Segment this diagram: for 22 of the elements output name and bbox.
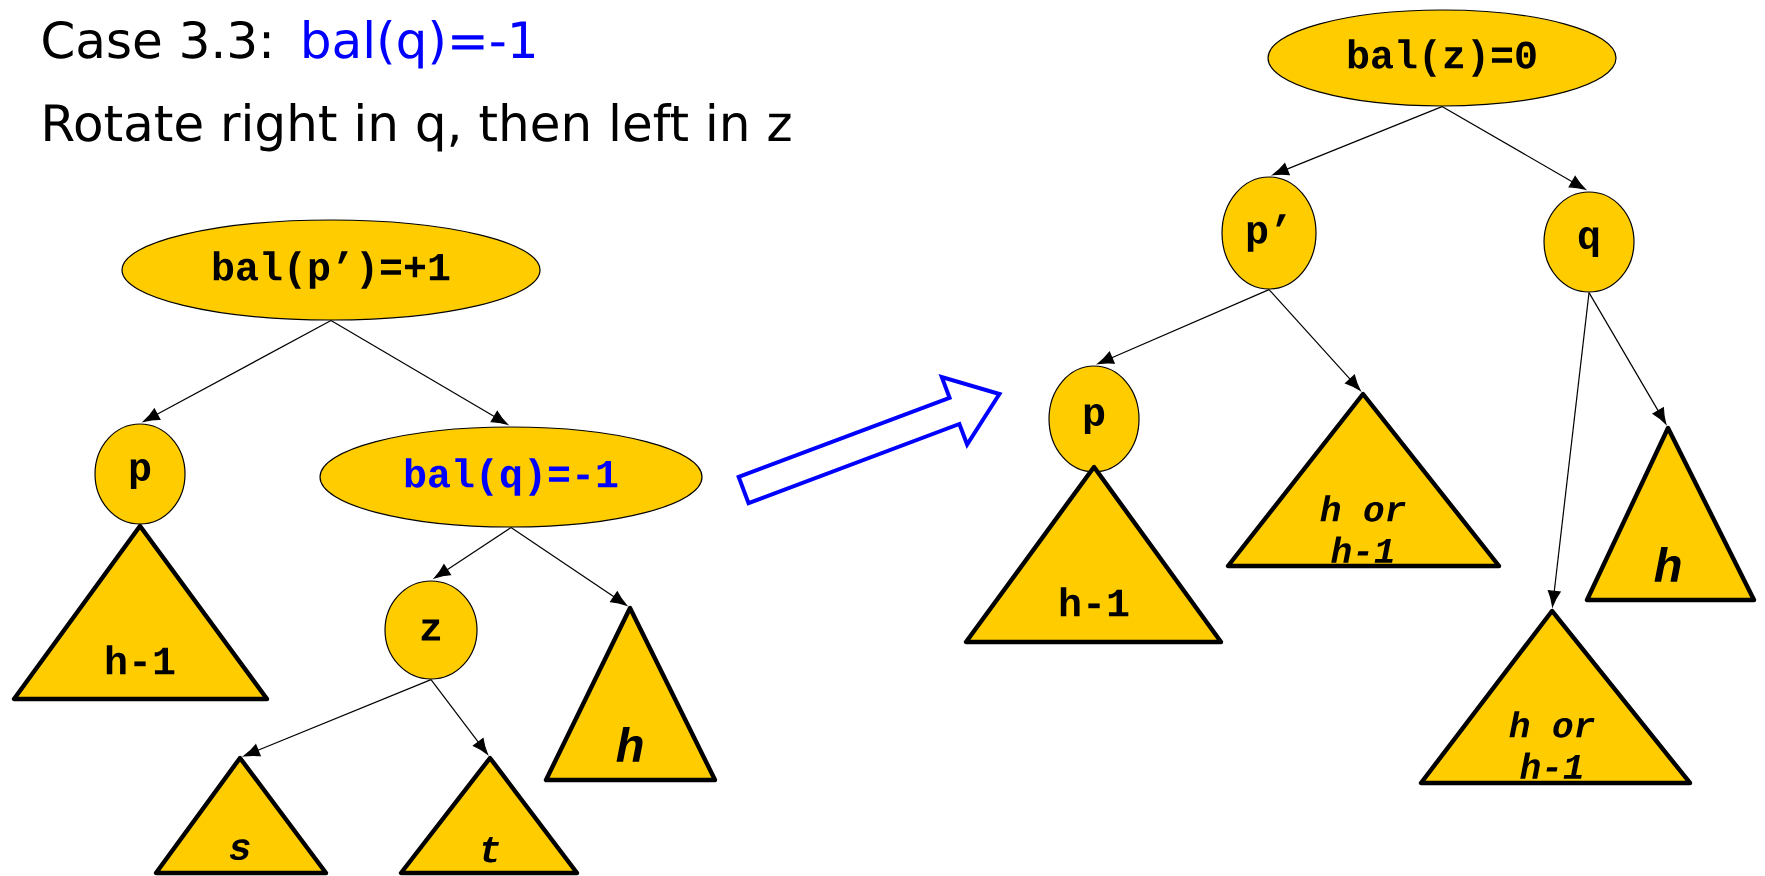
arrow (510, 527, 627, 606)
arrow (143, 320, 332, 422)
subtree-triangle: h or h-1 (1418, 608, 1693, 786)
arrow (1268, 289, 1361, 391)
subtree-triangle: s (153, 755, 329, 876)
arrow (434, 527, 512, 579)
case-heading: Case 3.3: (43, 20, 270, 59)
arrow (1272, 106, 1443, 176)
subtree-triangle: h (1584, 425, 1757, 603)
rotation-instruction: Rotate right in q, then left in z (45, 103, 791, 152)
arrow (1097, 289, 1270, 365)
balance-condition: bal(q)=-1 (304, 20, 534, 69)
subtree-triangle: h or h-1 (1225, 391, 1502, 569)
arrow (243, 679, 432, 757)
arrow (1588, 292, 1667, 425)
arrow (430, 679, 488, 755)
arrow (1441, 106, 1586, 190)
block-arrow (736, 374, 1003, 506)
arrow (1547, 292, 1590, 607)
subtree-triangle: h (543, 605, 718, 783)
subtree-triangle: t (398, 755, 580, 876)
arrow (330, 320, 508, 425)
